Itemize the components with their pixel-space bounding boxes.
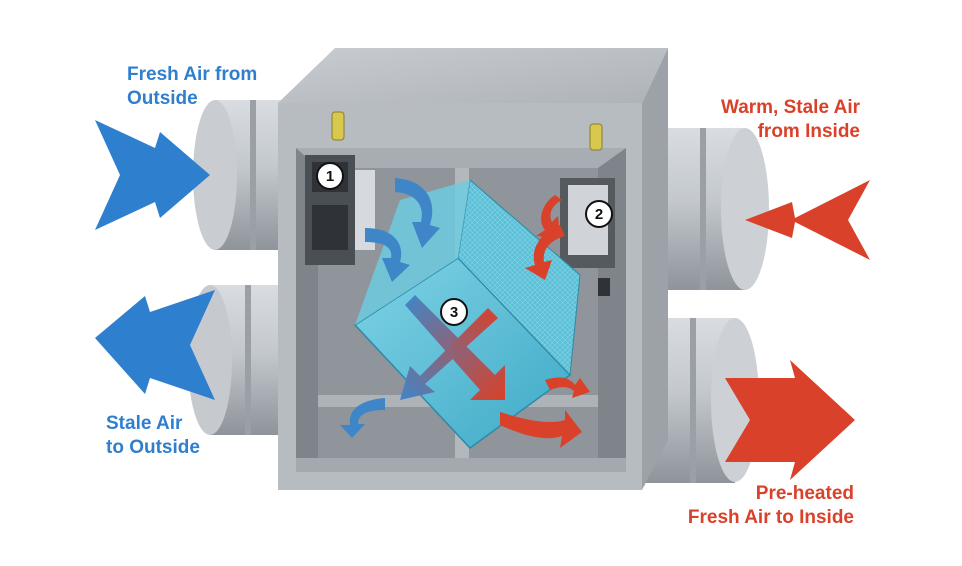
label-line: Fresh Air to Inside xyxy=(687,507,854,528)
internal-arrow-red-2 xyxy=(525,225,565,280)
internal-arrow-red-4 xyxy=(500,410,582,448)
label-fresh-air-from-outside: Fresh Air from Outside xyxy=(127,63,257,111)
arrow-fresh-air-in xyxy=(95,120,210,230)
svg-text:1: 1 xyxy=(326,168,334,185)
label-warm-stale-air-from-inside: Warm, Stale Air from Inside xyxy=(721,96,860,144)
internal-arrow-blue-2 xyxy=(365,228,410,282)
arrow-stale-air-out xyxy=(95,290,215,400)
label-preheated-fresh-air-to-inside: Pre-heated Fresh Air to Inside xyxy=(688,482,854,530)
marker-1: 1 xyxy=(316,162,344,190)
internal-arrow-blue-1 xyxy=(395,178,440,248)
arrow-preheated-out xyxy=(725,360,855,480)
arrow-warm-stale-in xyxy=(745,180,870,260)
label-stale-air-to-outside: Stale Air to Outside xyxy=(106,412,200,460)
internal-arrow-blue-3 xyxy=(340,398,385,438)
label-line: from Inside xyxy=(757,121,860,142)
label-line: Fresh Air from xyxy=(127,64,258,85)
marker-3: 3 xyxy=(440,298,468,326)
crossflow-arrows xyxy=(400,295,505,400)
hinge-right xyxy=(589,123,603,151)
internal-arrow-red-3 xyxy=(545,377,590,398)
label-line: Outside xyxy=(127,88,198,109)
label-line: Warm, Stale Air xyxy=(720,97,860,118)
marker-2: 2 xyxy=(585,200,613,228)
hinge-left xyxy=(331,111,345,141)
svg-text:2: 2 xyxy=(595,206,603,223)
label-line: to Outside xyxy=(106,437,200,458)
label-line: Pre-heated xyxy=(755,483,854,504)
label-line: Stale Air xyxy=(106,413,183,434)
svg-text:3: 3 xyxy=(450,304,458,321)
